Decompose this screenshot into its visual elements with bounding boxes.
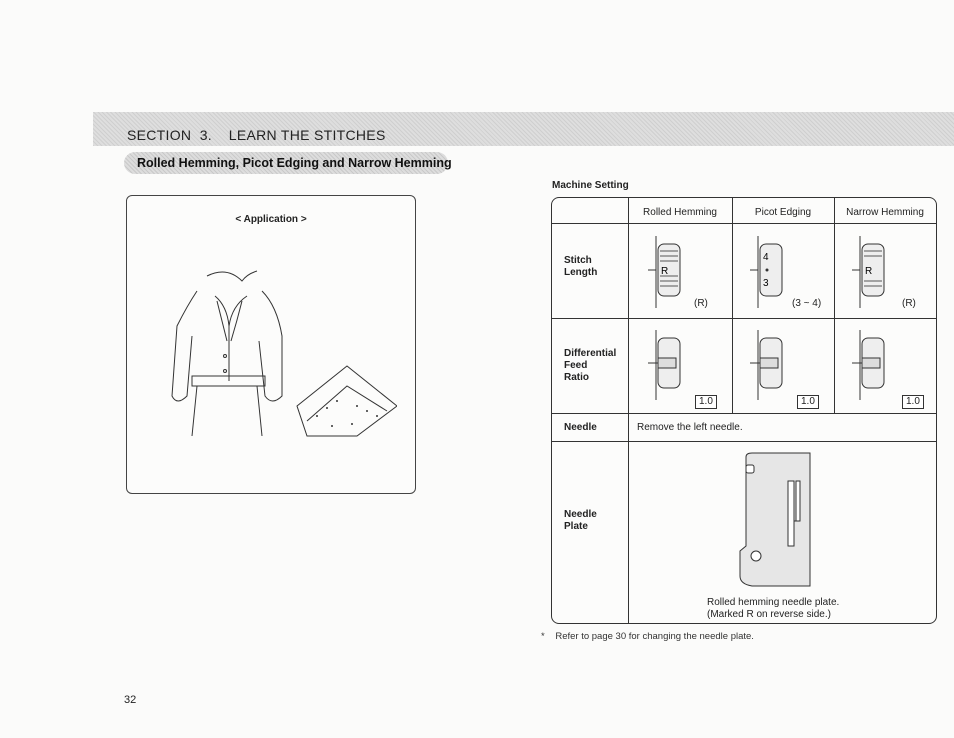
needle-plate-caption-1: Rolled hemming needle plate. — [707, 597, 840, 608]
footnote: * Refer to page 30 for changing the need… — [541, 631, 754, 642]
needle-plate-illustration — [739, 452, 811, 587]
needle-plate-caption-2: (Marked R on reverse side.) — [707, 609, 831, 620]
stitch-length-dial-picot: 4 3 — [750, 236, 783, 308]
column-rolled-hemming: Rolled Hemming — [643, 207, 717, 218]
diff-feed-value-picot: 1.0 — [797, 395, 819, 409]
dial-mark-r: R — [865, 266, 872, 277]
row-label-needle-plate: Needle Plate — [564, 509, 597, 532]
stitch-length-value-narrow: (R) — [902, 298, 916, 309]
diff-feed-dial-picot — [750, 330, 783, 400]
machine-setting-label: Machine Setting — [552, 180, 629, 191]
column-picot-edging: Picot Edging — [754, 207, 812, 218]
dial-mark-3: 3 — [763, 278, 769, 289]
application-illustration — [171, 270, 397, 437]
stitch-length-dial-narrow: R — [852, 236, 885, 308]
row-label-needle: Needle — [564, 422, 597, 433]
machine-setting-table: Rolled Hemming Picot Edging Narrow Hemmi… — [551, 197, 937, 624]
asterisk-mark: * — [541, 631, 545, 642]
subtitle-background — [124, 152, 448, 174]
dial-mark-4: 4 — [763, 252, 769, 263]
diff-feed-value-rolled: 1.0 — [695, 395, 717, 409]
section-title: SECTION 3. LEARN THE STITCHES — [127, 127, 386, 143]
diff-feed-dial-narrow — [852, 330, 885, 400]
footnote-text: Refer to page 30 for changing the needle… — [555, 631, 754, 642]
page-subtitle: Rolled Hemming, Picot Edging and Narrow … — [137, 156, 452, 170]
stitch-length-value-rolled: (R) — [694, 298, 708, 309]
row-label-differential-feed: Differential Feed Ratio — [564, 348, 617, 383]
needle-instruction: Remove the left needle. — [637, 422, 743, 433]
stitch-length-dial-rolled: R — [648, 236, 681, 308]
application-box: < Application > — [126, 195, 416, 494]
column-narrow-hemming: Narrow Hemming — [846, 207, 924, 218]
dial-mark-r: R — [661, 266, 668, 277]
page-number: 32 — [124, 694, 137, 706]
stitch-length-value-picot: (3 ~ 4) — [792, 298, 822, 309]
row-label-stitch-length: Stitch Length — [564, 255, 598, 278]
section-header-band — [93, 112, 954, 146]
diff-feed-dial-rolled — [648, 330, 681, 400]
diff-feed-value-narrow: 1.0 — [902, 395, 924, 409]
application-label: < Application > — [235, 214, 307, 225]
